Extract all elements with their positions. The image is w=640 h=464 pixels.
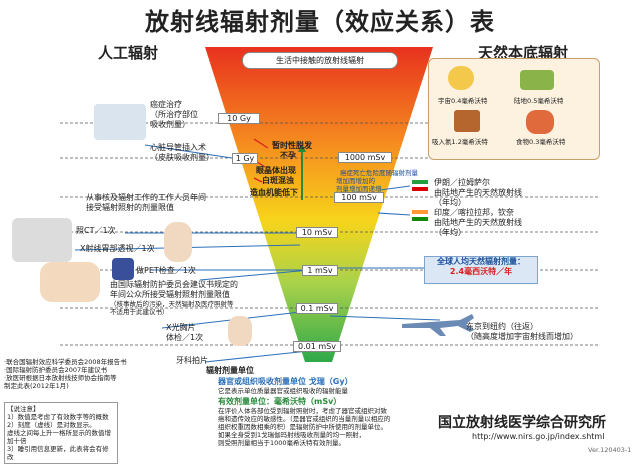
funnel-top-label: 生活中接触的放射线辐射 [242, 52, 398, 69]
page-title: 放射线辐射剂量（效应关系）表 [145, 8, 495, 36]
scale-0.1msv: 0.1 mSv [296, 303, 338, 314]
food-dose: 食物0.3毫希沃特 [516, 138, 566, 146]
effect-blood: 造血机能低下 [250, 188, 298, 197]
food-icon [526, 110, 554, 134]
chest-xray-label: X光胸片体检／1次 [166, 323, 204, 342]
sources-list: ·联合国辐射效应科学委员会2008年报告书·国际辐射防护委员会2007年建议书 … [4, 358, 127, 390]
stomach-xray-label: X射线胃部透视／1次 [80, 244, 155, 253]
organ-dose-title: 器官或组织吸收剂量单位 戈瑞（Gy） [218, 377, 353, 386]
house-icon [454, 110, 480, 132]
pet-scan-image [112, 258, 134, 280]
artificial-heading: 人工辐射 [98, 44, 159, 62]
org-url-link[interactable]: http://www.nirs.go.jp/index.shtml [472, 432, 605, 441]
scale-10gy: 10 Gy [218, 113, 260, 124]
cosmic-icon [448, 66, 474, 90]
scale-1gy: 1 Gy [232, 153, 258, 164]
worker-limit-label: 从事核及辐射工作的工作人员年间接受辐射照射的剂量限值 [86, 193, 206, 212]
person-illustration [164, 222, 192, 262]
cancer-note-1: 癌症死亡危险度随辐射剂量 [340, 169, 418, 177]
effective-dose-title: 有效剂量单位：毫希沃特（mSv） [218, 397, 342, 406]
family-illustration [40, 262, 100, 302]
radon-dose: 吸入氡1.2毫希沃特 [432, 138, 488, 146]
cosmic-dose: 宇宙0.4毫希沃特 [438, 97, 488, 105]
heart-catheter-label: 心脏导管插入术（皮肤吸收剂量） [150, 143, 214, 162]
effect-sterility: 不孕 [280, 151, 296, 160]
chest-person-illustration [228, 316, 252, 346]
dose-unit-label: 辐射剂量单位 [206, 366, 254, 375]
ct-label: 照CT／1次 [76, 226, 116, 235]
india-label: 印度／喀拉拉邦，钦奈由陆地产生的天然放射线（年均） [434, 208, 522, 237]
scale-1msv: 1 mSv [302, 265, 338, 276]
org-name: 国立放射线医学综合研究所 [438, 415, 606, 431]
dental-label: 牙科拍片 [176, 356, 208, 365]
public-limit-label: 由国际辐射防护委员会建议书规定的年间公众所接受辐射照射剂量限值 （核事故后的污染… [110, 280, 238, 316]
world-average-box: 全球人均天然辐射剂量： 2.4毫西沃特／年 [424, 256, 538, 284]
land-icon [520, 70, 554, 90]
cancer-therapy-label: 癌症治疗（所治疗部位吸收剂量） [150, 100, 198, 129]
ct-scanner-illustration [12, 218, 72, 262]
india-flag-icon [412, 210, 428, 221]
effect-lens: 眼晶体出现 [256, 166, 296, 175]
version-label: Ver.120403-1 [588, 446, 632, 454]
scale-100msv: 100 mSv [334, 192, 384, 203]
scale-0.01msv: 0.01 mSv [293, 341, 341, 352]
airplane-icon [402, 314, 474, 336]
cancer-note-2: 增加而增加的 [336, 177, 375, 185]
iran-label: 伊朗／拉姆萨尔由陆地产生的天然放射线（年均） [434, 178, 522, 207]
iran-flag-icon [412, 180, 428, 191]
natural-heading: 天然本底辐射 [478, 44, 569, 62]
land-dose: 陆地0.5毫希沃特 [514, 97, 564, 105]
scale-1000msv: 1000 mSv [338, 152, 392, 163]
organ-dose-desc: 它是表示单位质量器官或组织吸收的辐射能量 [218, 387, 348, 395]
radiotherapy-illustration [94, 104, 146, 140]
effective-dose-desc: 在评价人体各部位受到辐射照射时，考虑了器官或组织对致癌和遗传效应的敏感性。（是器… [218, 407, 391, 447]
scale-10msv: 10 mSv [296, 227, 338, 238]
effect-hair-loss: 暂时性脱发 [272, 141, 312, 150]
flight-label: 东京到纽约（往返）（随高度增加宇宙射线而增加） [466, 322, 578, 341]
effect-cataract: 白斑混浊 [262, 176, 294, 185]
cancer-note-3: 剂量增加而递增 [336, 185, 382, 193]
pet-label: 做PET检查／1次 [136, 266, 196, 275]
